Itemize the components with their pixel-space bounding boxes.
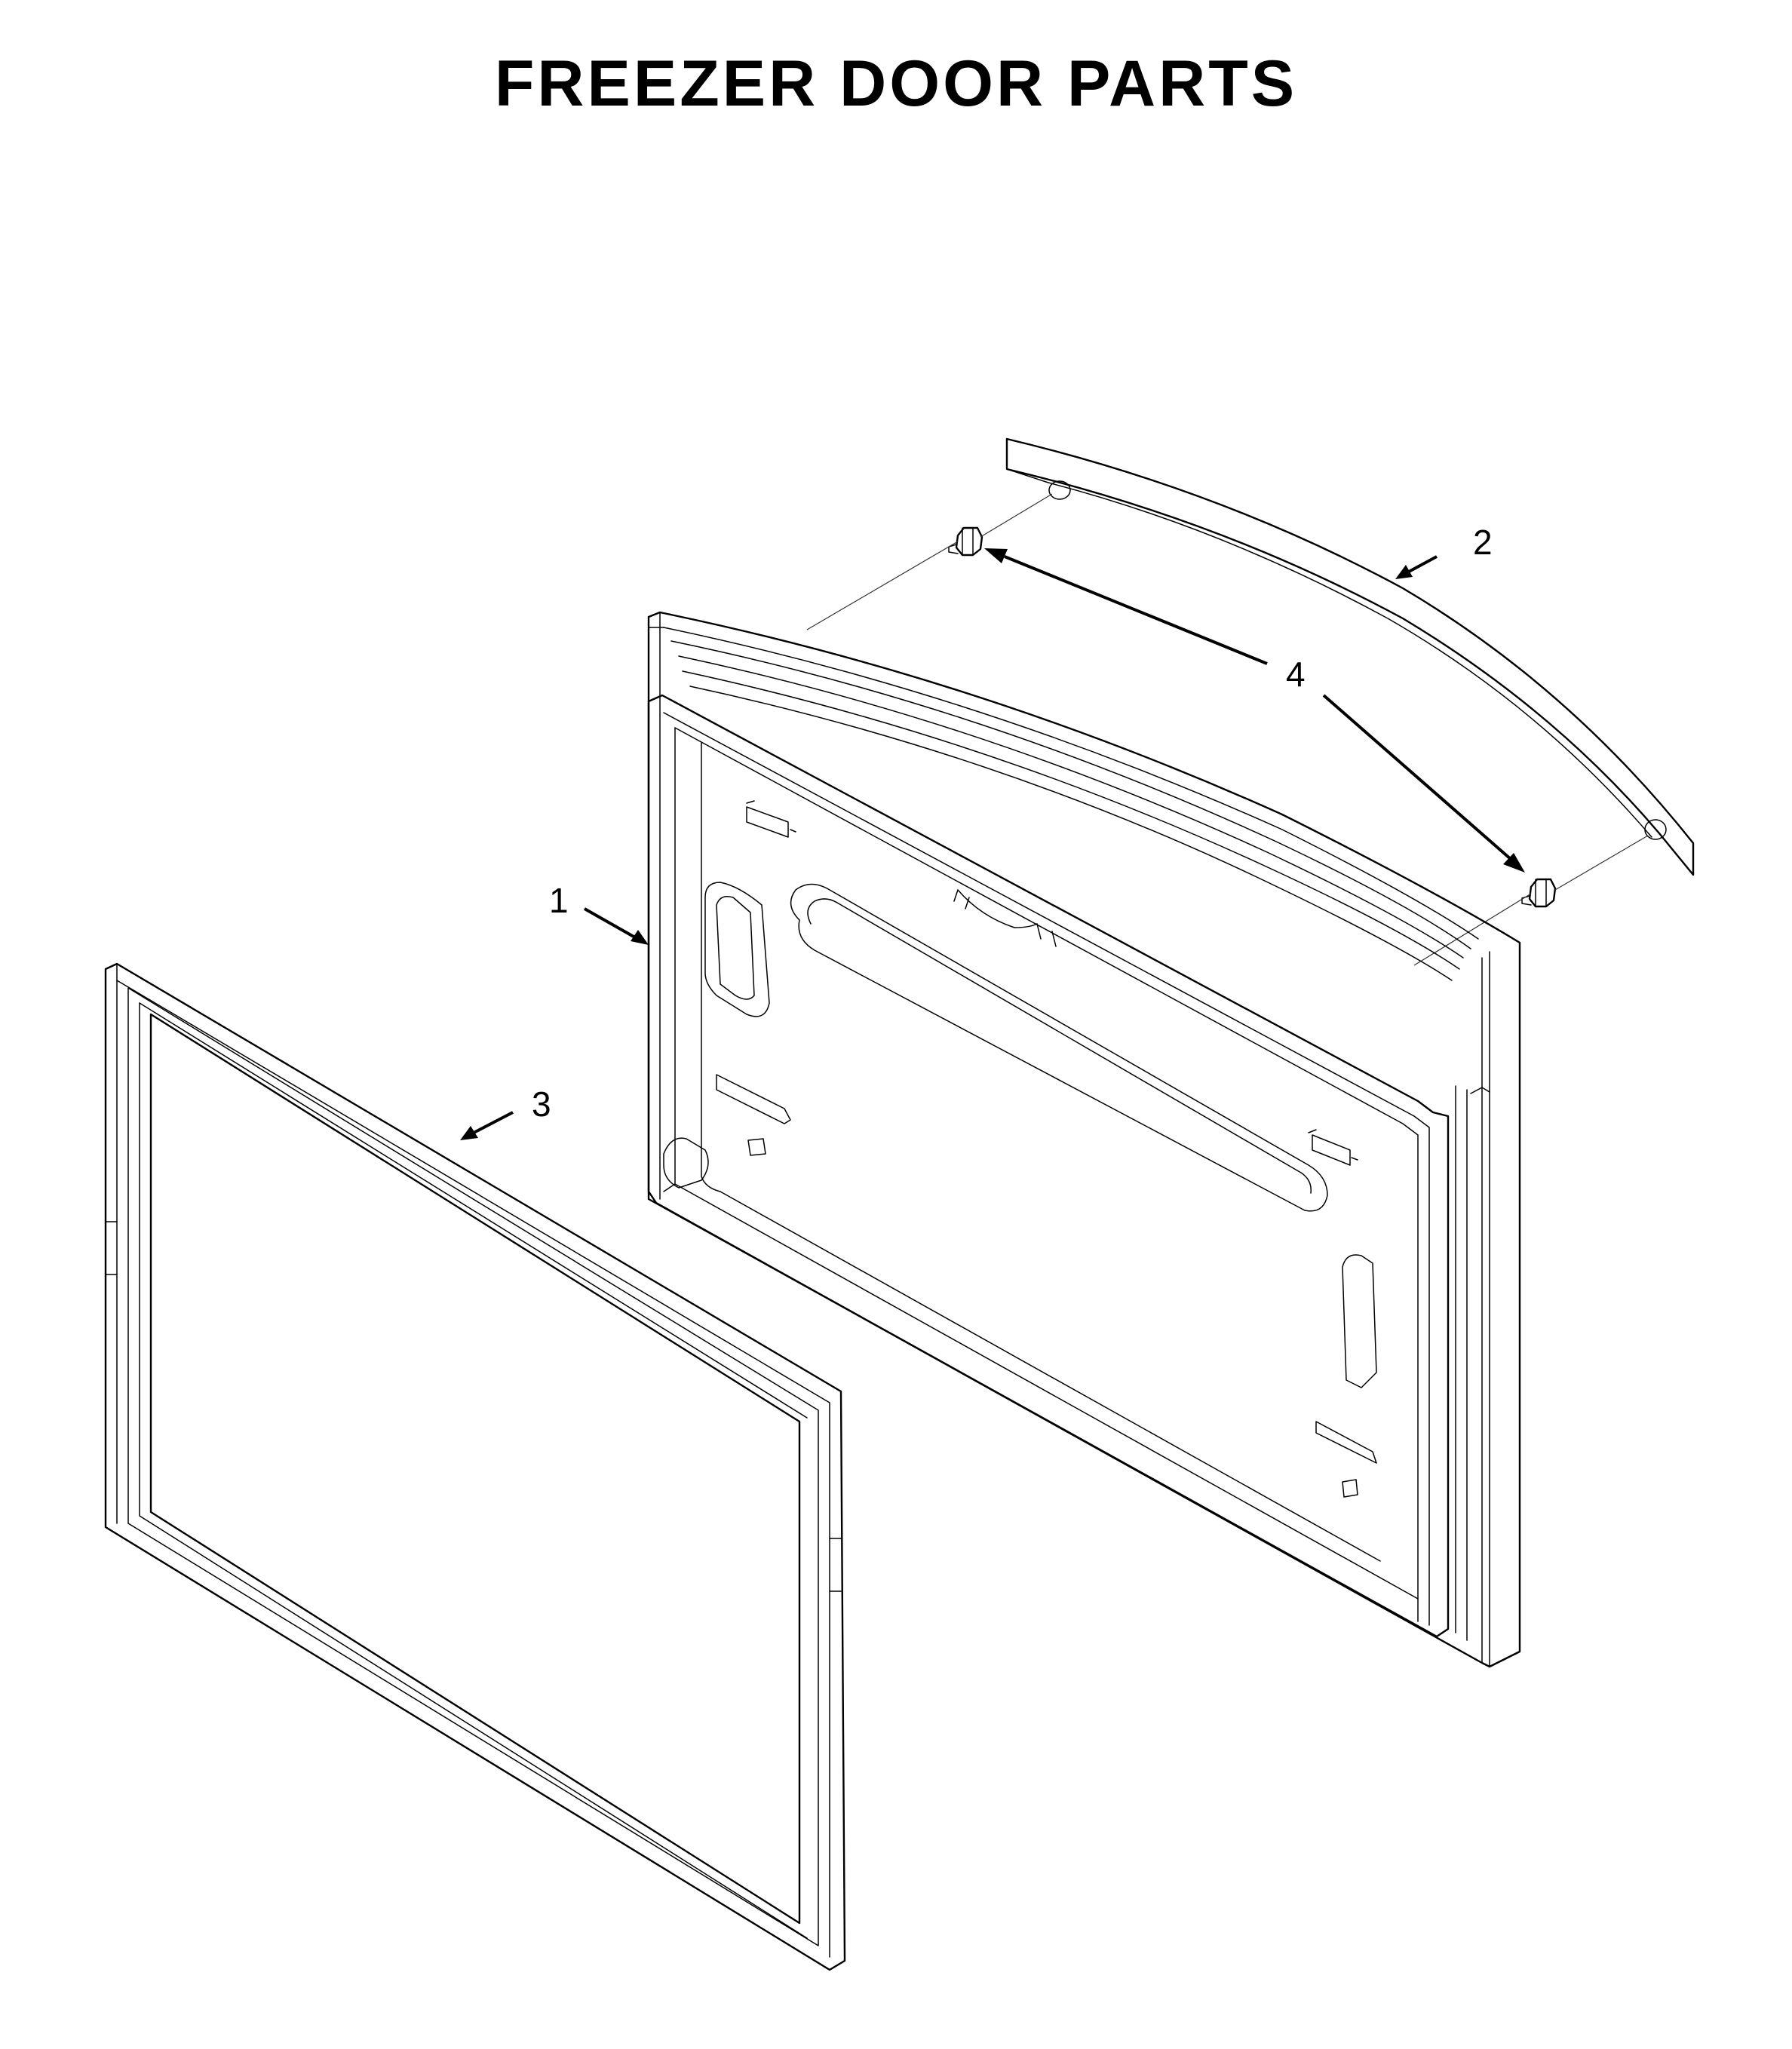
callout-arrow-3 xyxy=(460,1111,514,1140)
mounting-stud-lower[interactable] xyxy=(1521,878,1557,908)
assembly-leader-lines xyxy=(806,493,1649,966)
mounting-stud-upper[interactable] xyxy=(948,526,983,557)
callout-label-2: 2 xyxy=(1473,523,1493,562)
callout-label-4: 4 xyxy=(1286,655,1306,694)
diagram-title: FREEZER DOOR PARTS xyxy=(494,48,1298,120)
callout-label-1: 1 xyxy=(549,881,569,920)
door-part[interactable] xyxy=(647,611,1521,1668)
callout-arrow-1 xyxy=(584,907,649,945)
callout-arrow-4b xyxy=(1322,694,1525,873)
callout-arrow-4a xyxy=(984,548,1268,665)
callout-label-3: 3 xyxy=(532,1084,551,1124)
handle-part[interactable] xyxy=(1005,437,1695,876)
gasket-part[interactable] xyxy=(104,962,846,1971)
callout-arrow-2 xyxy=(1395,555,1438,579)
